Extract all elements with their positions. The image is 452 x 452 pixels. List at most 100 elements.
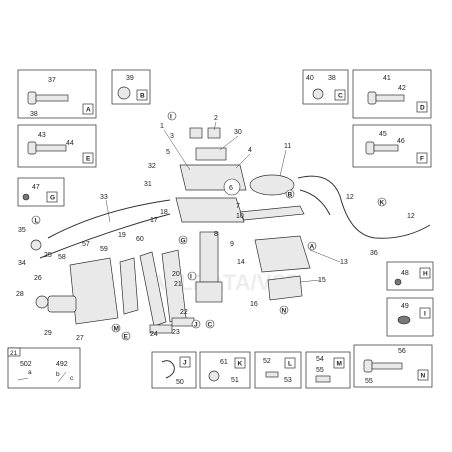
callout-24: 24: [150, 331, 158, 338]
circle-tag-A: A: [310, 244, 315, 251]
tag-M: M: [337, 361, 342, 368]
tag-F: F: [420, 156, 424, 163]
callout-23: 23: [172, 329, 180, 336]
callout-8: 8: [214, 231, 218, 238]
callout-25: 25: [44, 252, 52, 259]
callout-14: 14: [237, 259, 245, 266]
callout-3: 3: [170, 133, 174, 140]
shift-cable: 12 12 36: [297, 175, 431, 257]
detail-box-I: 49 I: [386, 297, 434, 337]
callout-6: 6: [229, 185, 233, 192]
callout-28: 28: [16, 291, 24, 298]
tag-B: B: [140, 93, 145, 100]
detail-box-A: 37 38 A: [17, 69, 97, 119]
callout-32: 32: [148, 163, 156, 170]
callout-46: 46: [397, 138, 405, 145]
tag-L: L: [288, 361, 292, 368]
tag-C: C: [338, 93, 343, 100]
callout-41: 41: [383, 75, 391, 82]
circle-tag-I2: I: [190, 274, 192, 281]
circle-tag-B: B: [288, 192, 293, 199]
circle-tag-M: M: [114, 326, 119, 333]
callout-29: 29: [44, 330, 52, 337]
inset-sub-c: c: [70, 375, 74, 382]
callout-38: 38: [30, 111, 38, 118]
detail-box-F: 45 46 F: [352, 124, 432, 168]
callout-20: 20: [172, 271, 180, 278]
callout-60: 60: [136, 236, 144, 243]
callout-36: 36: [370, 250, 378, 257]
callout-4: 4: [248, 147, 252, 154]
callout-38c: 38: [328, 75, 336, 82]
inset-label-21: 21: [10, 350, 18, 357]
callout-34: 34: [18, 260, 26, 267]
callout-39: 39: [126, 75, 134, 82]
circle-tag-C: C: [208, 322, 213, 329]
lever-housing: 10 13 14 15 16: [236, 205, 348, 308]
callout-61: 61: [220, 359, 228, 366]
callout-7: 7: [236, 203, 240, 210]
circle-tag-N: N: [282, 308, 287, 315]
detail-box-L: 52 53 L: [254, 351, 302, 389]
tag-K: K: [238, 361, 243, 368]
callout-40: 40: [306, 75, 314, 82]
callout-35: 35: [18, 227, 26, 234]
detail-box-M: 54 55 M: [305, 351, 351, 389]
callout-55n: 55: [365, 378, 373, 385]
detail-box-D: 41 42 D: [352, 69, 432, 119]
pedal-assembly: [35, 249, 195, 334]
callout-16: 16: [250, 301, 258, 308]
circle-tag-K: K: [380, 200, 385, 207]
detail-box-C: 40 38 C: [302, 69, 349, 105]
callout-27: 27: [76, 335, 84, 342]
letter-tags: I B K L G A N J C M E I: [31, 111, 387, 341]
callout-31: 31: [144, 181, 152, 188]
circle-tag-J: J: [194, 322, 198, 329]
tag-H: H: [423, 271, 428, 278]
detail-box-K: 61 51 K: [199, 351, 251, 389]
callout-30: 30: [234, 129, 242, 136]
callout-9: 9: [230, 241, 234, 248]
detail-box-J: J 50: [151, 351, 197, 389]
callout-15: 15: [318, 277, 326, 284]
leader-lines: [105, 121, 341, 283]
detail-box-N: 56 55 N: [353, 344, 433, 388]
callout-49: 49: [401, 303, 409, 310]
callout-51: 51: [231, 377, 239, 384]
shift-knob: 11: [249, 143, 295, 196]
callout-45: 45: [379, 131, 387, 138]
inset-21: 21 502 492 a b c: [7, 347, 81, 389]
detail-box-E: 43 44 E: [17, 124, 97, 168]
inset-sub-b: b: [56, 371, 60, 378]
callout-2: 2: [214, 115, 218, 122]
callout-56: 56: [398, 348, 406, 355]
callout-13: 13: [340, 259, 348, 266]
detail-box-G: 47 G: [17, 177, 65, 207]
circle-tag-E: E: [124, 334, 129, 341]
callout-5: 5: [166, 149, 170, 156]
inset-part-502: 502: [20, 361, 32, 368]
callout-18: 18: [160, 209, 168, 216]
circle-tag-L: L: [35, 218, 39, 225]
tag-I: I: [424, 311, 426, 318]
callout-10: 10: [236, 213, 244, 220]
callout-42: 42: [398, 85, 406, 92]
callout-26: 26: [34, 275, 42, 282]
detail-box-B: 39 B: [111, 69, 151, 105]
inset-sub-a: a: [28, 369, 32, 376]
tag-D: D: [420, 105, 425, 112]
callout-57: 57: [82, 241, 90, 248]
circle-tag-I1: I: [170, 114, 172, 121]
callout-44: 44: [66, 140, 74, 147]
callout-37: 37: [48, 77, 56, 84]
circle-tag-G: G: [181, 238, 186, 245]
shifter-assembly: 6: [175, 127, 247, 303]
callout-48: 48: [401, 270, 409, 277]
tag-E: E: [86, 156, 91, 163]
callout-12b: 12: [407, 213, 415, 220]
tag-A: A: [86, 107, 91, 114]
callout-55m: 55: [316, 367, 324, 374]
upper-cable: 33 35 34: [18, 194, 171, 267]
callout-52: 52: [263, 358, 271, 365]
